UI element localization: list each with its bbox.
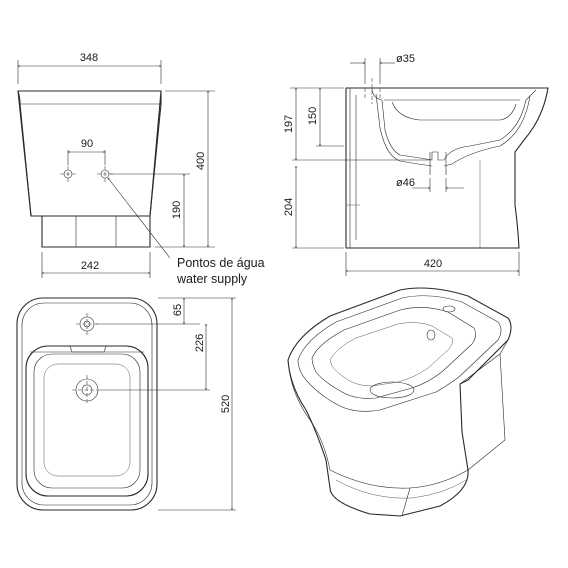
dim-front-height: 400 bbox=[195, 152, 207, 170]
dim-side-hole: ø35 bbox=[396, 53, 415, 65]
dim-top-length: 520 bbox=[220, 395, 232, 413]
top-drain bbox=[72, 375, 102, 405]
dim-side-lower: 204 bbox=[283, 198, 295, 216]
callout-line-1: Pontos de água bbox=[177, 256, 265, 270]
dim-top-drain: 226 bbox=[194, 334, 206, 352]
dim-inlet-height: 190 bbox=[171, 201, 183, 219]
dim-front-base: 242 bbox=[81, 260, 99, 272]
dim-side-drain: ø46 bbox=[396, 177, 415, 189]
dim-side-length: 420 bbox=[424, 258, 442, 270]
dim-side-drain-height: 197 bbox=[283, 115, 295, 133]
top-inlet bbox=[76, 313, 98, 335]
dim-side-upper: 150 bbox=[307, 107, 319, 125]
front-inlet-left bbox=[60, 166, 76, 182]
dim-top-inlet: 65 bbox=[172, 304, 184, 316]
dim-inlet-spacing: 90 bbox=[81, 138, 93, 150]
side-section: ø35 150 197 204 ø46 420 bbox=[283, 53, 549, 276]
callout-line-2: water supply bbox=[176, 272, 248, 286]
top-view: 65 226 520 bbox=[16, 297, 236, 511]
perspective-view bbox=[287, 287, 512, 517]
dim-front-width: 348 bbox=[80, 52, 98, 64]
front-view: 348 90 400 190 242 Pontos de água water … bbox=[17, 52, 265, 286]
